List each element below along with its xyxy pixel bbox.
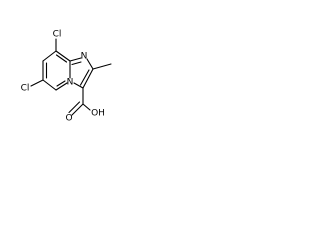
bond-c5-n4 (55, 82, 68, 91)
bond-c8-c7 (42, 50, 57, 62)
atom-o-carbonyl: O (65, 114, 72, 124)
atom-n-imidazole: N (81, 52, 88, 62)
structure-drawing: Cl Cl N N O OH (21, 30, 112, 124)
bond-c6-c5 (42, 79, 57, 91)
bond-c-oh (82, 103, 91, 111)
bond-c-o-double (71, 103, 84, 116)
bond-c8a-n1 (69, 57, 82, 62)
bond-c2-methyl (92, 63, 112, 70)
bond-n1-c2 (86, 58, 94, 70)
bond-c2-c3 (82, 68, 94, 89)
bond-c2-c3-inner (79, 69, 90, 86)
bond-c3-n4 (73, 82, 84, 89)
bond-c5-n4-inner (56, 80, 66, 87)
molecule-diagram: Cl Cl N N O OH (0, 0, 152, 152)
atom-n-bridge: N (67, 78, 74, 88)
bonds (30, 38, 112, 116)
atom-cl-top: Cl (53, 30, 62, 40)
bond-c6-cl (30, 79, 44, 87)
atom-labels: Cl Cl N N O OH (21, 30, 105, 124)
bond-c-o-double-inner (68, 101, 81, 114)
bond-c8a-c8-inner (55, 54, 68, 63)
bond-c8a-n1-inner (71, 61, 82, 66)
atom-cl-left: Cl (21, 84, 30, 94)
atom-oh: OH (91, 109, 105, 119)
bond-c8a-c8 (55, 50, 71, 62)
